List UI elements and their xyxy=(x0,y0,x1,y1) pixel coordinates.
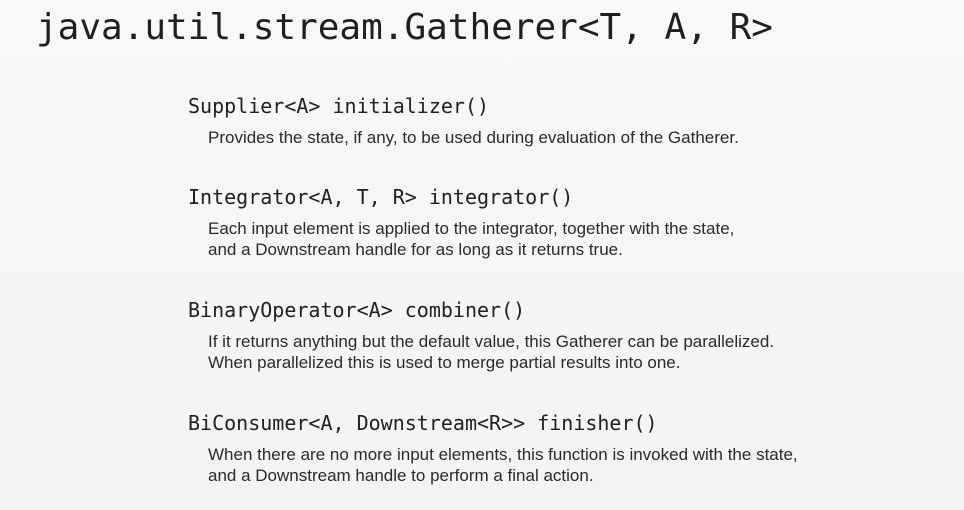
method-signature: Integrator<A, T, R> integrator() xyxy=(188,185,574,209)
method-signature: BinaryOperator<A> combiner() xyxy=(188,298,526,322)
method-description: If it returns anything but the default v… xyxy=(208,332,775,372)
method-initializer: Supplier<A> initializer() Provides the s… xyxy=(188,93,928,148)
method-signature: Supplier<A> initializer() xyxy=(188,94,490,118)
method-finisher: BiConsumer<A, Downstream<R>> finisher() … xyxy=(188,410,928,486)
method-description: Each input element is applied to the int… xyxy=(208,219,735,259)
method-signature: BiConsumer<A, Downstream<R>> finisher() xyxy=(188,411,658,435)
page-title: java.util.stream.Gatherer<T, A, R> xyxy=(36,7,773,48)
method-combiner: BinaryOperator<A> combiner() If it retur… xyxy=(188,297,928,373)
method-description: When there are no more input elements, t… xyxy=(208,445,798,485)
method-integrator: Integrator<A, T, R> integrator() Each in… xyxy=(188,184,928,260)
method-description: Provides the state, if any, to be used d… xyxy=(208,128,739,147)
